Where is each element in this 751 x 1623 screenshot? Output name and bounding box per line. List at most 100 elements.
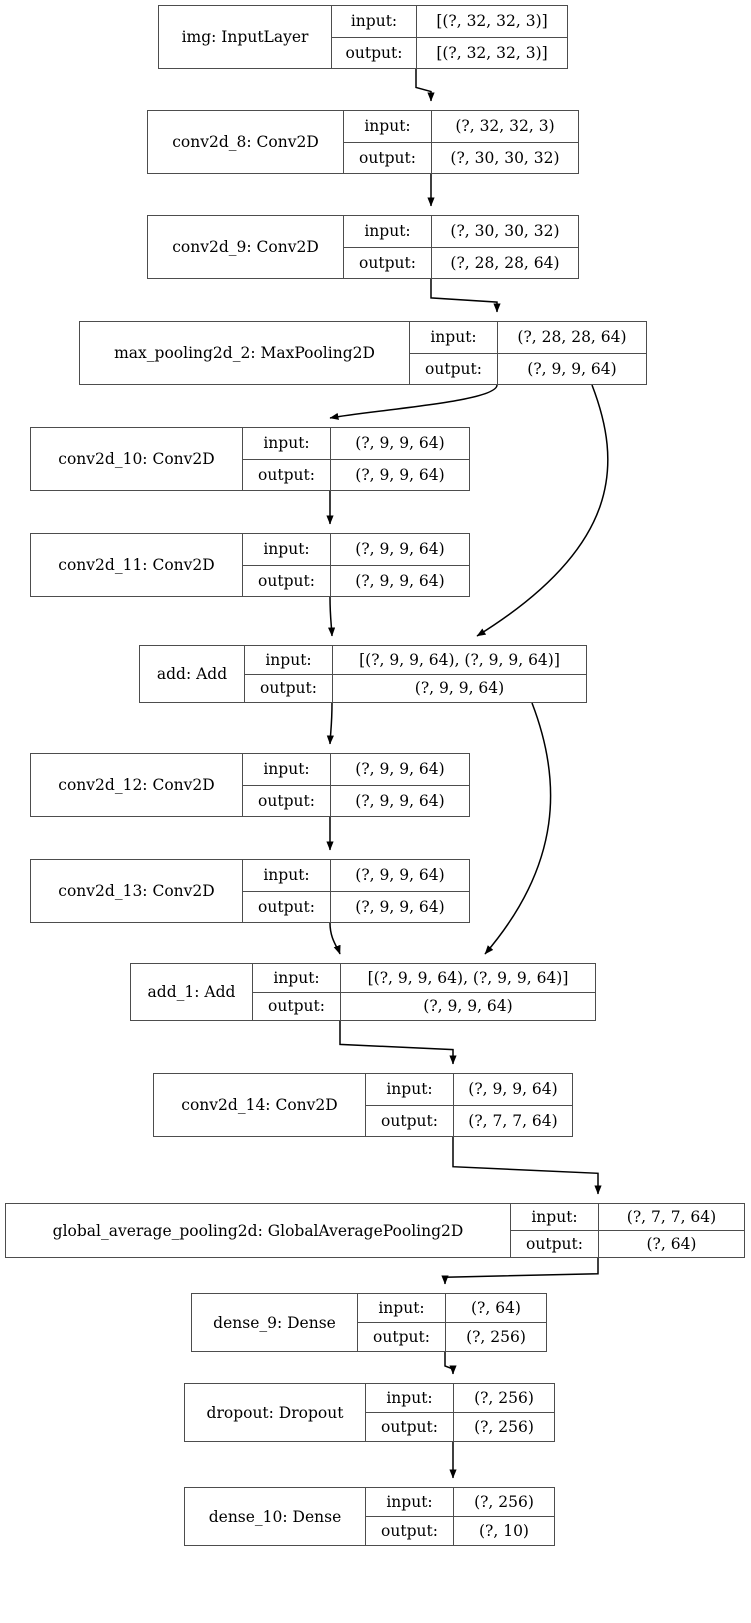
layer-name-label: dense_10: Dense — [185, 1488, 366, 1545]
edge-add-to-add_1 — [484, 702, 552, 955]
layer-output-label: output: — [243, 565, 331, 596]
edge-img-to-conv2d_8 — [415, 69, 435, 102]
edge-conv2d_9-to-max_pooling2d_2 — [430, 279, 501, 313]
layer-input-label: input: — [366, 1384, 454, 1412]
layer-input-row: input: (?, 256) — [366, 1488, 554, 1517]
layer-input-row: input:[(?, 9, 9, 64), (?, 9, 9, 64)] — [253, 964, 595, 993]
layer-input-label: input: — [344, 216, 432, 247]
layer-io-block: input:(?, 7, 7, 64)output:(?, 64) — [511, 1204, 744, 1257]
layer-input-shape: (?, 256) — [474, 1493, 534, 1511]
layer-input-label: input: — [243, 860, 331, 891]
layer-output-label: output: — [344, 142, 432, 173]
edge-max_pooling2d_2-to-add — [476, 384, 609, 637]
layer-name-label: conv2d_10: Conv2D — [31, 428, 243, 490]
layer-io-block: input: (?, 32, 32, 3) output: (?, 30, 30, 3… — [344, 111, 578, 173]
layer-input-shape: (?, 32, 32, 3) — [455, 117, 555, 136]
layer-output-label: output: — [366, 1413, 454, 1441]
layer-output-shape: (?, 256) — [466, 1328, 526, 1346]
layer-input-shape: (?, 9, 9, 64) — [468, 1080, 558, 1099]
layer-input-shape: (?, 28, 28, 64) — [517, 328, 627, 347]
layer-input-row: input: [(?, 32, 32, 3)] — [332, 6, 567, 38]
layer-input-row: input:(?, 9, 9, 64) — [243, 754, 469, 786]
layer-name-label: img: InputLayer — [159, 6, 332, 68]
layer-input-row: input:(?, 7, 7, 64) — [511, 1204, 744, 1231]
layer-output-label: output: — [366, 1517, 454, 1545]
layer-output-label: output: — [410, 353, 498, 384]
layer-input-shape: [(?, 32, 32, 3)] — [436, 12, 548, 31]
layer-input-label: input: — [358, 1294, 446, 1322]
layer-name-label: conv2d_13: Conv2D — [31, 860, 243, 922]
layer-output-shape: (?, 64) — [646, 1235, 697, 1253]
layer-input-label: input: — [366, 1488, 454, 1516]
layer-io-block: input:(?, 9, 9, 64)output:(?, 9, 9, 64) — [243, 754, 469, 816]
layer-output-label: output: — [366, 1105, 454, 1136]
layer-input-row: input: (?, 32, 32, 3) — [344, 111, 578, 143]
layer-output-label: output: — [243, 785, 331, 816]
layer-input-label: input: — [243, 428, 331, 459]
layer-io-block: input:[(?, 9, 9, 64), (?, 9, 9, 64)]outp… — [253, 964, 595, 1020]
layer-io-block: input:(?, 9, 9, 64)output:(?, 7, 7, 64) — [366, 1074, 572, 1136]
layer-output-shape: (?, 28, 28, 64) — [450, 253, 560, 272]
edge-global_average_pooling2d-to-dense_9 — [441, 1258, 599, 1285]
layer-output-shape: (?, 9, 9, 64) — [527, 359, 617, 378]
layer-output-row: output:(?, 9, 9, 64) — [243, 785, 469, 816]
layer-io-block: input:[(?, 9, 9, 64), (?, 9, 9, 64)]outp… — [245, 646, 586, 702]
layer-name-label: conv2d_11: Conv2D — [31, 534, 243, 596]
layer-output-row: output:(?, 10) — [366, 1517, 554, 1545]
layer-input-label: input: — [245, 646, 333, 674]
layer-output-shape: (?, 9, 9, 64) — [355, 897, 445, 916]
layer-output-shape: (?, 30, 30, 32) — [450, 148, 560, 167]
edge-dense_9-to-dropout — [444, 1352, 457, 1375]
layer-input-row: input:(?, 9, 9, 64) — [243, 860, 469, 892]
layer-output-label: output: — [245, 674, 333, 702]
layer-output-row: output:(?, 9, 9, 64) — [245, 674, 586, 702]
layer-name-label: dropout: Dropout — [185, 1384, 366, 1441]
layer-input-shape: (?, 9, 9, 64) — [355, 540, 445, 559]
layer-io-block: input:(?, 9, 9, 64)output:(?, 9, 9, 64) — [243, 534, 469, 596]
layer-output-row: output: (?, 28, 28, 64) — [344, 247, 578, 278]
layer-node-global_average_pooling2d[interactable]: global_average_pooling2d: GlobalAverageP… — [5, 1203, 745, 1258]
layer-name-label: add: Add — [140, 646, 245, 702]
layer-output-shape: (?, 9, 9, 64) — [355, 571, 445, 590]
layer-output-label: output: — [253, 992, 341, 1020]
layer-io-block: input: [(?, 32, 32, 3)] output:[(?, 32, 32… — [332, 6, 567, 68]
layer-output-row: output:[(?, 32, 32, 3)] — [332, 37, 567, 68]
layer-io-block: input:(?, 9, 9, 64)output:(?, 9, 9, 64) — [243, 428, 469, 490]
layer-io-block: input: (?, 256) output:(?, 10) — [366, 1488, 554, 1545]
layer-io-block: input: (?, 256) output: (?, 256) — [366, 1384, 554, 1441]
layer-input-label: input: — [410, 322, 498, 353]
layer-output-label: output: — [344, 247, 432, 278]
layer-input-label: input: — [243, 754, 331, 785]
layer-output-shape: (?, 256) — [474, 1418, 534, 1436]
edge-add_1-to-conv2d_14 — [339, 1021, 457, 1065]
layer-input-label: input: — [344, 111, 432, 142]
layer-input-row: input:[(?, 9, 9, 64), (?, 9, 9, 64)] — [245, 646, 586, 675]
layer-name-label: conv2d_14: Conv2D — [154, 1074, 366, 1136]
layer-input-shape: (?, 256) — [474, 1389, 534, 1407]
layer-io-block: input: (?, 28, 28, 64) output: (?, 9, 9, 64… — [410, 322, 646, 384]
layer-input-label: input: — [332, 6, 417, 37]
layer-name-label: conv2d_9: Conv2D — [148, 216, 344, 278]
layer-input-row: input:(?, 64) — [358, 1294, 546, 1323]
layer-output-shape: (?, 9, 9, 64) — [355, 465, 445, 484]
layer-output-shape: (?, 7, 7, 64) — [468, 1111, 558, 1130]
layer-output-row: output: (?, 7, 7, 64) — [366, 1105, 572, 1136]
layer-input-row: input:(?, 30, 30, 32) — [344, 216, 578, 248]
layer-output-row: output: (?, 9, 9, 64) — [410, 353, 646, 384]
layer-name-label: global_average_pooling2d: GlobalAverageP… — [6, 1204, 511, 1257]
